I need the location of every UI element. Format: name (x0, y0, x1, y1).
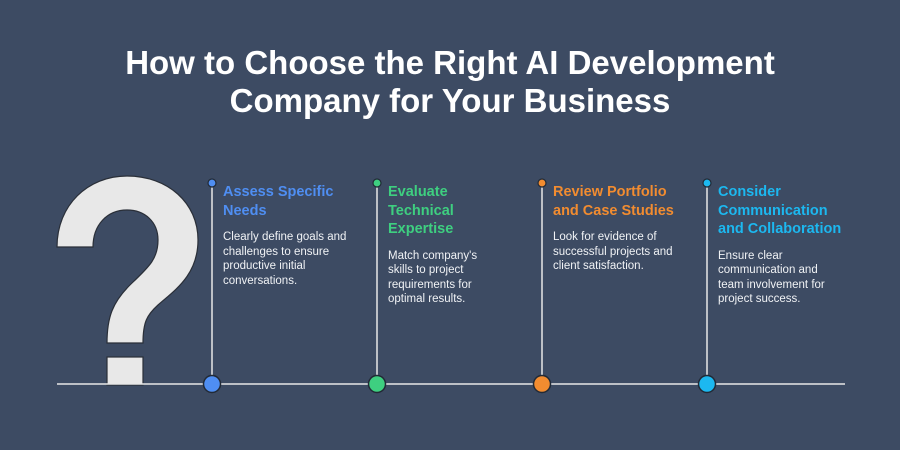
question-mark-icon (56, 175, 199, 386)
step-description: Match company's skills to project requir… (388, 249, 478, 306)
title-line-1: How to Choose the Right AI Development (125, 44, 775, 81)
step-description: Clearly define goals and challenges to e… (223, 231, 347, 287)
step-description: Ensure clear communication and team invo… (718, 249, 825, 306)
step-top-dot (207, 178, 217, 188)
step-heading: Review Portfolio and Case Studies (553, 184, 674, 219)
step-top-dot (372, 178, 382, 188)
title-line-2: Company for Your Business (229, 82, 671, 119)
page-title: How to Choose the Right AI Development C… (0, 44, 900, 120)
step-top-dot (702, 178, 712, 188)
step-milestone-dot (367, 374, 387, 394)
step-heading: Evaluate Technical Expertise (388, 184, 454, 237)
step-communication: Consider Communication and Collaboration… (718, 183, 846, 307)
step-heading: Assess Specific Needs (223, 184, 334, 219)
step-milestone-dot (532, 374, 552, 394)
step-evaluate-expertise: Evaluate Technical Expertise Match compa… (388, 183, 498, 307)
step-top-dot (537, 178, 547, 188)
step-milestone-dot (202, 374, 222, 394)
step-milestone-dot (697, 374, 717, 394)
step-heading: Consider Communication and Collaboration (718, 184, 842, 237)
step-review-portfolio: Review Portfolio and Case Studies Look f… (553, 183, 693, 274)
step-assess-needs: Assess Specific Needs Clearly define goa… (223, 183, 358, 288)
step-description: Look for evidence of successful projects… (553, 231, 673, 272)
